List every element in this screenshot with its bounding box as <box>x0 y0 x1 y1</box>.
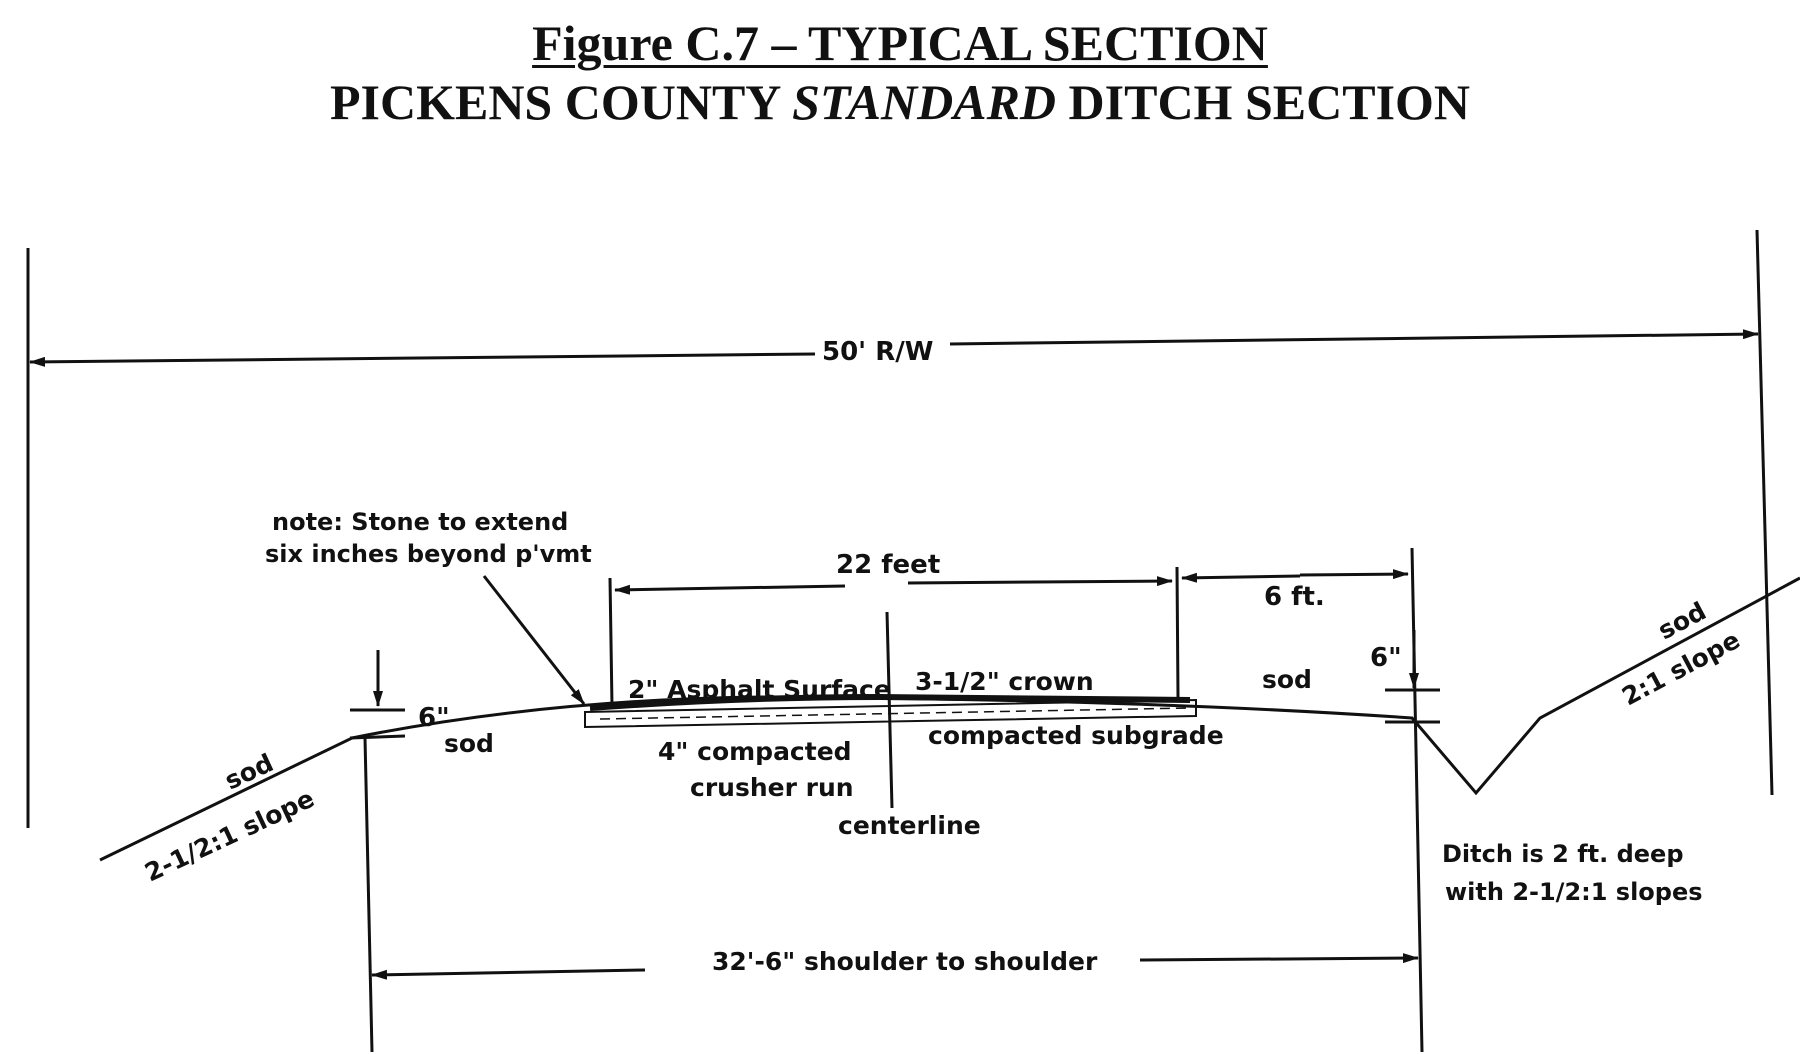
title-line-1: Figure C.7 – TYPICAL SECTION <box>0 14 1800 72</box>
row-dimension-right <box>949 329 1759 346</box>
row-right-line <box>1755 229 1774 796</box>
stone-base-mid <box>599 707 1191 720</box>
note-line-1: note: Stone to extend <box>272 508 568 536</box>
pavement-dim-left <box>614 584 846 595</box>
shoulder-to-shoulder-label: 32'-6" shoulder to shoulder <box>712 947 1098 976</box>
slope-right-label: 2:1 slope <box>1617 625 1744 711</box>
row-label: 50' R/W <box>822 337 933 367</box>
pavement-right-line <box>1175 566 1180 698</box>
shoulder-width-label: 6 ft. <box>1264 582 1325 612</box>
base-line-1: 4" compacted <box>658 737 852 766</box>
right-shoulder-line <box>1410 547 1424 1053</box>
sod-right-slope-label: sod <box>1653 596 1711 645</box>
sod-left-shoulder-label: sod <box>444 729 494 758</box>
title-text-2b: STANDARD <box>792 74 1057 130</box>
six-inch-right-label: 6" <box>1370 643 1402 673</box>
note-leader <box>482 575 586 705</box>
title-text-2a: PICKENS COUNTY <box>329 74 793 130</box>
row-dimension-left <box>29 352 816 367</box>
asphalt-surface <box>589 693 1191 711</box>
base-line-2: crusher run <box>690 773 854 802</box>
shoulder-dim-right <box>1299 569 1409 580</box>
centerline-label: centerline <box>838 811 981 840</box>
pavement-left-line <box>608 577 614 707</box>
asphalt-label: 2" Asphalt Surface <box>628 675 891 704</box>
stone-base <box>584 698 1197 729</box>
six-inch-left-label: 6" <box>418 703 450 733</box>
ditch-line-2: with 2-1/2:1 slopes <box>1445 878 1703 906</box>
subgrade-label: compacted subgrade <box>928 721 1224 750</box>
s2s-dim-right <box>1139 953 1419 964</box>
left-shoulder-line <box>363 737 374 1053</box>
left-drop-tick-bottom <box>349 734 406 740</box>
slope-left-label: 2-1/2:1 slope <box>140 784 318 888</box>
shoulder-dim-left <box>1181 572 1301 583</box>
title-text-2c: DITCH SECTION <box>1056 74 1471 130</box>
title-line-2: PICKENS COUNTY STANDARD DITCH SECTION <box>0 72 1800 132</box>
note-line-2: six inches beyond p'vmt <box>265 540 592 568</box>
figure-title: Figure C.7 – TYPICAL SECTION PICKENS COU… <box>0 14 1800 132</box>
s2s-dim-left <box>371 968 646 980</box>
crown-label: 3-1/2" crown <box>915 667 1094 696</box>
sod-right-shoulder-label: sod <box>1262 665 1312 694</box>
pavement-width-label: 22 feet <box>836 550 940 580</box>
centerline <box>885 611 894 809</box>
pavement-dim-right <box>907 576 1173 587</box>
title-text-1: Figure C.7 – TYPICAL SECTION <box>532 15 1268 71</box>
ditch-line-1: Ditch is 2 ft. deep <box>1442 840 1684 868</box>
